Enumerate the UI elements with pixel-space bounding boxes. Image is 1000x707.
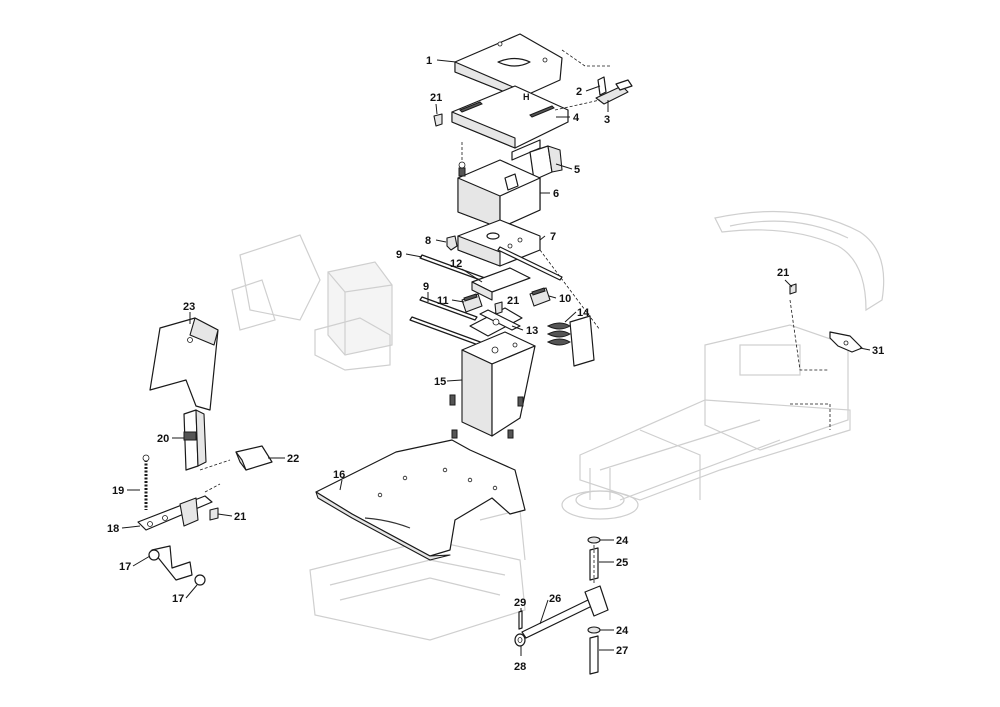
part-1-seat-plate: [454, 33, 563, 99]
callout-2: 2: [576, 86, 582, 98]
ghost-chassis-frame: [231, 210, 885, 641]
callout-9a: 9: [396, 249, 402, 261]
callout-3: 3: [604, 114, 610, 126]
callout-1: 1: [426, 55, 432, 67]
callout-26: 26: [549, 593, 561, 605]
part-7-base-block: [457, 219, 541, 267]
callout-22: 22: [287, 453, 299, 465]
part-4-rail-plate: H: [451, 85, 569, 161]
callout-12: 12: [450, 258, 462, 270]
callout-13: 13: [526, 325, 538, 337]
callout-21b: 21: [507, 295, 519, 307]
callout-17a: 17: [119, 561, 131, 573]
callout-18: 18: [107, 523, 119, 535]
callout-17b: 17: [172, 593, 184, 605]
part-3-latch: [595, 79, 633, 105]
part-8-knob: [446, 235, 458, 251]
part-29-pin: [518, 610, 523, 630]
part-16-floor-plate: [315, 439, 526, 561]
callout-21d: 21: [234, 511, 246, 523]
part-14-springs: [546, 315, 595, 367]
callout-27: 27: [616, 645, 628, 657]
part-26-shaft: [521, 585, 609, 639]
callout-20: 20: [157, 433, 169, 445]
callout-28: 28: [514, 661, 526, 673]
callout-10: 10: [559, 293, 571, 305]
part-19-spring: [142, 454, 150, 510]
callout-21a: 21: [430, 92, 442, 104]
part-24-bushing-bottom: [587, 626, 601, 634]
callout-19: 19: [112, 485, 124, 497]
callout-11: 11: [437, 295, 449, 307]
part-2-spring: [597, 76, 607, 96]
part-25-pin-top: [589, 547, 599, 581]
part-27-pin-bottom: [589, 635, 599, 675]
callout-24a: 24: [616, 535, 629, 547]
callout-24b: 24: [616, 625, 629, 637]
callout-21c: 21: [777, 267, 789, 279]
svg-text:H: H: [523, 92, 530, 102]
callout-9b: 9: [423, 281, 429, 293]
part-18-pedal-arm: [137, 495, 213, 531]
part-6-box: [457, 159, 541, 229]
part-22-pedal-pad: [235, 445, 273, 471]
callout-31: 31: [872, 345, 884, 357]
callout-16: 16: [333, 469, 345, 481]
part-17-clamp: [148, 545, 206, 586]
part-13-scissor-lift: [469, 307, 523, 337]
part-15-column: [449, 331, 536, 439]
part-21-bolts: [209, 113, 797, 521]
callout-29: 29: [514, 597, 526, 609]
callout-6: 6: [553, 188, 559, 200]
callout-4: 4: [573, 112, 580, 124]
part-10-block: [529, 287, 551, 307]
callout-7: 7: [550, 231, 556, 243]
part-11-block: [461, 293, 483, 313]
callout-15: 15: [434, 376, 446, 388]
part-28-washer: [514, 633, 526, 647]
part-12-scissor-arm: [471, 267, 531, 301]
part-31-bracket: [829, 331, 863, 353]
assembly-guides: [199, 49, 831, 585]
callout-8: 8: [425, 235, 431, 247]
callout-25: 25: [616, 557, 628, 569]
part-5-bracket: [529, 145, 563, 181]
part-23-side-cover: [149, 317, 219, 411]
callout-5: 5: [574, 164, 580, 176]
leader-lines: [121, 59, 871, 656]
callout-23: 23: [183, 301, 195, 313]
part-20-pedal-post: [183, 409, 207, 471]
callout-labels: 1 2 3 4 5 6 7 8 9 9 10 11 12 13 14 15 16…: [107, 55, 884, 673]
part-9-rods: [409, 246, 563, 351]
part-24-bushing-top: [587, 536, 601, 544]
callout-14: 14: [577, 307, 590, 319]
